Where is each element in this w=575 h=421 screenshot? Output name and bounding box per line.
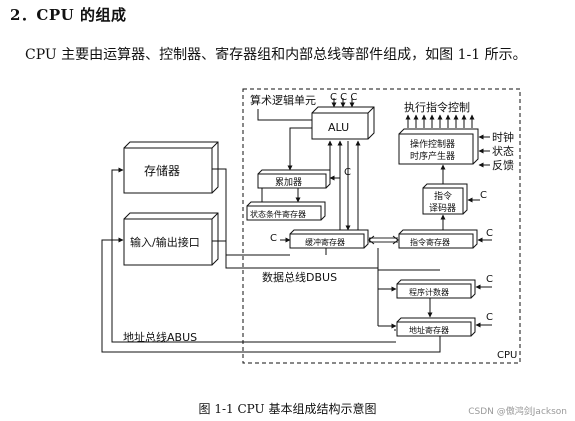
- clock-arrows: [405, 114, 475, 128]
- c-label-pc: C: [486, 274, 493, 285]
- section-heading: 2．CPU 的组成: [10, 6, 127, 24]
- instruction-register-block: 指令寄存器: [398, 229, 478, 249]
- decoder-block: 指令 译码器: [422, 183, 468, 215]
- body-paragraph: CPU 主要由运算器、控制器、寄存器组和内部总线等部件组成，如图 1-1 所示。: [25, 47, 527, 63]
- side-label-feedback: 反馈: [492, 159, 514, 172]
- data-bus-label: 数据总线DBUS: [262, 270, 337, 284]
- c-label-dec: C: [480, 190, 487, 201]
- program-counter-label: 程序计数器: [409, 287, 449, 297]
- watermark: CSDN @傲鸿剑Jackson: [468, 407, 567, 417]
- alu-label: ALU: [328, 121, 349, 134]
- io-interface-block: 输入/输出接口: [123, 212, 219, 266]
- side-label-clock: 时钟: [492, 130, 514, 144]
- status-register-block: 状态条件寄存器: [246, 201, 326, 221]
- decoder-line2: 译码器: [429, 203, 456, 214]
- address-register-block: 地址寄存器: [396, 317, 476, 337]
- timing-generator-line2: 时序产生器: [410, 150, 455, 162]
- c-label-ar: C: [486, 312, 493, 323]
- address-bus-label: 地址总线ABUS: [123, 330, 197, 344]
- instruction-register-label: 指令寄存器: [410, 237, 450, 247]
- ccc-label: C C C: [330, 92, 357, 103]
- memory-block: 存储器: [123, 141, 219, 194]
- io-interface-label: 输入/输出接口: [130, 235, 200, 249]
- c-label-ir: C: [486, 228, 493, 239]
- side-label-status: 状态: [492, 144, 514, 158]
- alu-block: ALU: [311, 106, 375, 140]
- cpu-label: CPU: [497, 350, 517, 361]
- program-counter-block: 程序计数器: [396, 279, 476, 299]
- status-register-label: 状态条件寄存器: [250, 209, 306, 219]
- memory-label: 存储器: [144, 163, 180, 178]
- cpu-boundary: [242, 88, 521, 364]
- decoder-line1: 指令: [434, 190, 452, 202]
- timing-generator-block: 操作控制器 时序产生器: [398, 128, 479, 165]
- figure-caption: 图 1-1 CPU 基本组成结构示意图: [198, 402, 377, 416]
- buffer-register-block: 缓冲寄存器: [289, 229, 369, 249]
- control-unit-label: 执行指令控制: [404, 100, 470, 114]
- c-label-buf: C: [270, 233, 277, 244]
- alu-group-label: 算术逻辑单元: [250, 93, 316, 107]
- buffer-register-label: 缓冲寄存器: [305, 237, 345, 247]
- accumulator-block: 累加器: [257, 169, 331, 189]
- timing-generator-line1: 操作控制器: [410, 138, 455, 150]
- address-register-label: 地址寄存器: [409, 325, 449, 335]
- accumulator-label: 累加器: [275, 177, 302, 188]
